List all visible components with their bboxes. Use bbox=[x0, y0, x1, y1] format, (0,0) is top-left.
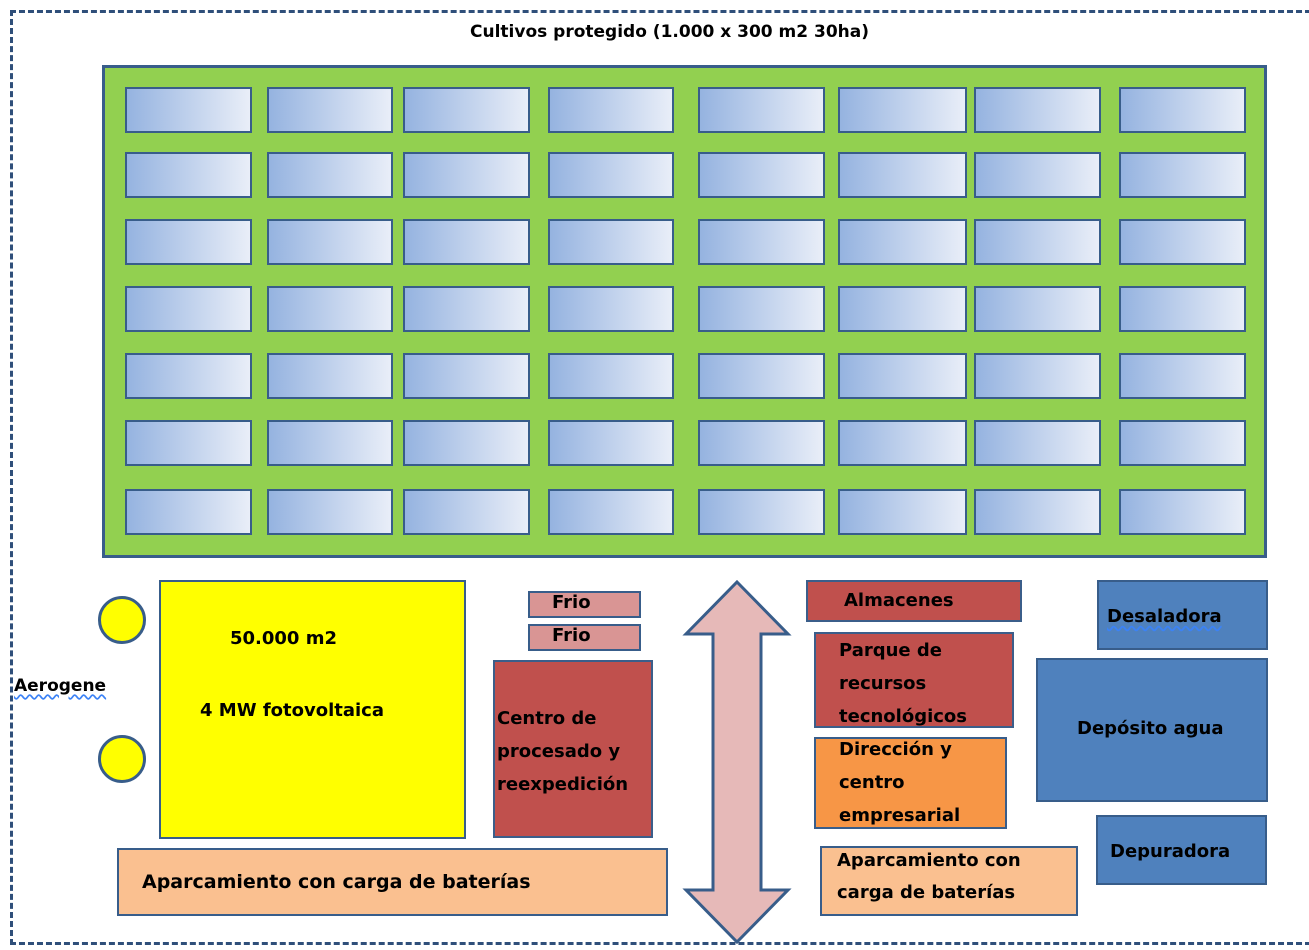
water-tank bbox=[1036, 658, 1268, 802]
greenhouse bbox=[267, 219, 393, 265]
greenhouse bbox=[267, 87, 393, 133]
solar-plant bbox=[159, 580, 466, 839]
access-road-arrow bbox=[682, 580, 792, 944]
greenhouse bbox=[698, 420, 825, 466]
greenhouse bbox=[548, 420, 674, 466]
greenhouse bbox=[125, 87, 252, 133]
solar-power-label: 4 MW fotovoltaica bbox=[200, 700, 384, 721]
wind-turbine-top bbox=[98, 596, 146, 644]
warehouses-label: Almacenes bbox=[844, 590, 954, 611]
greenhouse bbox=[838, 219, 967, 265]
greenhouse bbox=[838, 286, 967, 332]
page-title: Cultivos protegido (1.000 x 300 m2 30ha) bbox=[470, 22, 870, 42]
parking-charging-left bbox=[117, 848, 668, 916]
greenhouse bbox=[698, 353, 825, 399]
greenhouse bbox=[698, 489, 825, 535]
greenhouse bbox=[838, 420, 967, 466]
tech-park-label: Parque de recursos tecnológicos bbox=[839, 640, 968, 727]
processing-center-label: Centro de procesado y reexpedición bbox=[497, 708, 629, 795]
greenhouse bbox=[125, 219, 252, 265]
greenhouse bbox=[548, 489, 674, 535]
greenhouse bbox=[974, 152, 1101, 198]
greenhouse bbox=[1119, 152, 1246, 198]
cold-storage-1 bbox=[528, 591, 641, 618]
greenhouse bbox=[838, 489, 967, 535]
greenhouse bbox=[125, 286, 252, 332]
wind-turbine-bottom bbox=[98, 735, 146, 783]
greenhouse bbox=[1119, 219, 1246, 265]
solar-area-label: 50.000 m2 bbox=[230, 628, 338, 649]
greenhouse bbox=[838, 152, 967, 198]
water-treatment-plant bbox=[1096, 815, 1267, 885]
parking-charging-right bbox=[820, 846, 1078, 916]
water-tank-label: Depósito agua bbox=[1077, 718, 1224, 739]
greenhouse bbox=[698, 286, 825, 332]
management-center bbox=[814, 737, 1007, 829]
desalination-plant-label: Desaladora bbox=[1107, 606, 1222, 627]
greenhouse bbox=[974, 489, 1101, 535]
greenhouse bbox=[974, 353, 1101, 399]
management-center-label: Dirección y centro empresarial bbox=[839, 739, 961, 826]
cold-storage-2-label: Frio bbox=[552, 625, 591, 646]
cold-storage-1-label: Frio bbox=[552, 592, 591, 613]
greenhouse bbox=[267, 152, 393, 198]
greenhouse bbox=[403, 489, 530, 535]
greenhouse bbox=[267, 353, 393, 399]
tech-park bbox=[814, 632, 1014, 728]
greenhouse bbox=[838, 353, 967, 399]
greenhouse bbox=[548, 152, 674, 198]
greenhouse bbox=[1119, 87, 1246, 133]
greenhouse bbox=[548, 219, 674, 265]
parking-charging-right-label: Aparcamiento con carga de baterías bbox=[837, 850, 1021, 903]
greenhouse bbox=[403, 87, 530, 133]
greenhouse bbox=[698, 87, 825, 133]
wind-turbine-label: Aerogene bbox=[14, 676, 107, 696]
greenhouse bbox=[403, 286, 530, 332]
greenhouse bbox=[698, 152, 825, 198]
greenhouse bbox=[125, 152, 252, 198]
warehouses bbox=[806, 580, 1022, 622]
cold-storage-2 bbox=[528, 624, 641, 651]
greenhouse bbox=[974, 87, 1101, 133]
greenhouse bbox=[1119, 353, 1246, 399]
greenhouse bbox=[1119, 420, 1246, 466]
greenhouse bbox=[403, 219, 530, 265]
greenhouse bbox=[125, 420, 252, 466]
site-boundary bbox=[10, 10, 1309, 945]
greenhouse bbox=[403, 353, 530, 399]
greenhouse bbox=[267, 420, 393, 466]
greenhouse bbox=[838, 87, 967, 133]
processing-center bbox=[493, 660, 653, 838]
parking-charging-left-label: Aparcamiento con carga de baterías bbox=[142, 871, 531, 893]
greenhouse bbox=[403, 152, 530, 198]
greenhouse bbox=[548, 286, 674, 332]
greenhouse bbox=[548, 87, 674, 133]
greenhouse bbox=[974, 420, 1101, 466]
desalination-plant bbox=[1097, 580, 1268, 650]
greenhouse bbox=[1119, 286, 1246, 332]
greenhouse bbox=[125, 489, 252, 535]
greenhouse bbox=[974, 286, 1101, 332]
greenhouse bbox=[1119, 489, 1246, 535]
greenhouse bbox=[403, 420, 530, 466]
greenhouse bbox=[548, 353, 674, 399]
greenhouse bbox=[698, 219, 825, 265]
greenhouse bbox=[267, 286, 393, 332]
greenhouse bbox=[125, 353, 252, 399]
water-treatment-plant-label: Depuradora bbox=[1110, 841, 1231, 862]
greenhouse bbox=[974, 219, 1101, 265]
greenhouse bbox=[267, 489, 393, 535]
